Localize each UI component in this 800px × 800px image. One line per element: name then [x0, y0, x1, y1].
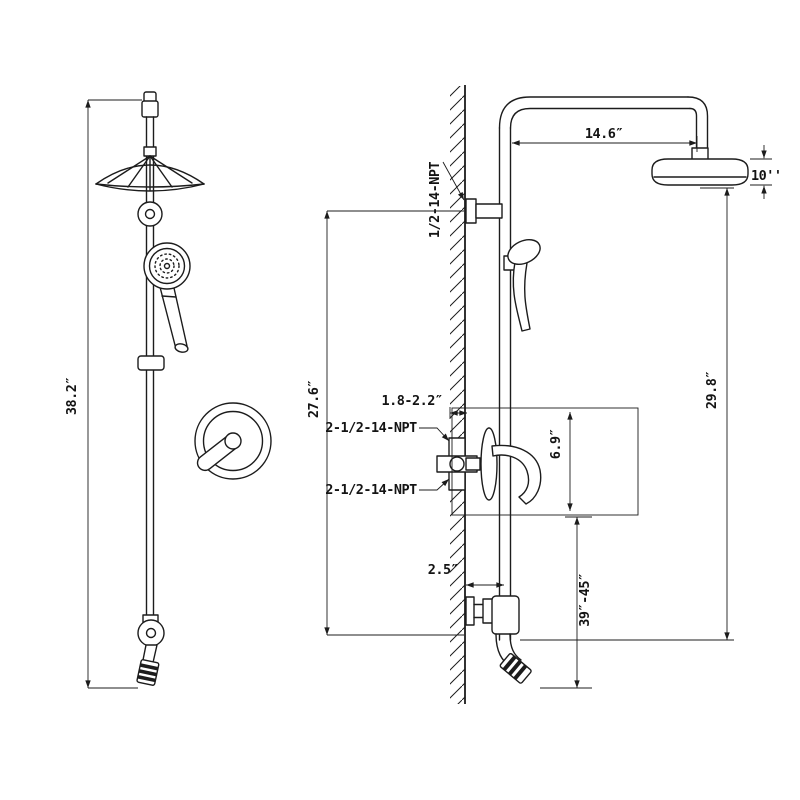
side-view: [436, 85, 749, 704]
dim-bracket-to-outlet-label: 27.6″: [306, 380, 322, 418]
dim-valve-thread-bottom-label: 2-1/2-14-NPT: [325, 482, 417, 498]
side-dimensions: 14.6″ 10'' 1/2-14-NPT 27.6″ 1.8-2.2″ 2-1…: [306, 126, 782, 689]
side-wall-bracket: [465, 198, 503, 224]
front-view: [95, 91, 272, 686]
dim-head-diameter-label: 10'': [751, 168, 782, 184]
side-valve-assembly: [436, 427, 542, 505]
front-handheld-shower: [143, 242, 191, 353]
dim-valve-thread-top-label: 2-1/2-14-NPT: [325, 420, 417, 436]
wall-section: [450, 85, 466, 704]
dim-valve-depth-label: 1.8-2.2″: [381, 393, 442, 409]
dim-arm-thread-label: 1/2-14-NPT: [427, 161, 443, 238]
dim-front-height-label: 38.2″: [64, 377, 80, 415]
dim-head-to-outlet-label: 29.8″: [704, 371, 720, 409]
side-bottom-outlet: [465, 595, 532, 684]
side-handheld: [503, 239, 541, 332]
dim-arm-reach-label: 14.6″: [585, 126, 623, 142]
side-shower-arm: [498, 96, 709, 161]
front-valve-trim: [194, 402, 272, 480]
dim-install-height-label: 39″-45″: [577, 573, 593, 626]
dim-valve-trim-height-label: 6.9″: [548, 429, 564, 460]
dim-outlet-offset-label: 2.5″: [428, 562, 459, 578]
front-rain-head: [95, 146, 205, 192]
front-bottom-outlet: [136, 614, 165, 686]
front-ball-joint: [137, 201, 163, 227]
front-dimensions: 38.2″: [64, 99, 142, 689]
front-slide-bracket: [137, 355, 165, 371]
side-rain-head: [651, 158, 749, 186]
